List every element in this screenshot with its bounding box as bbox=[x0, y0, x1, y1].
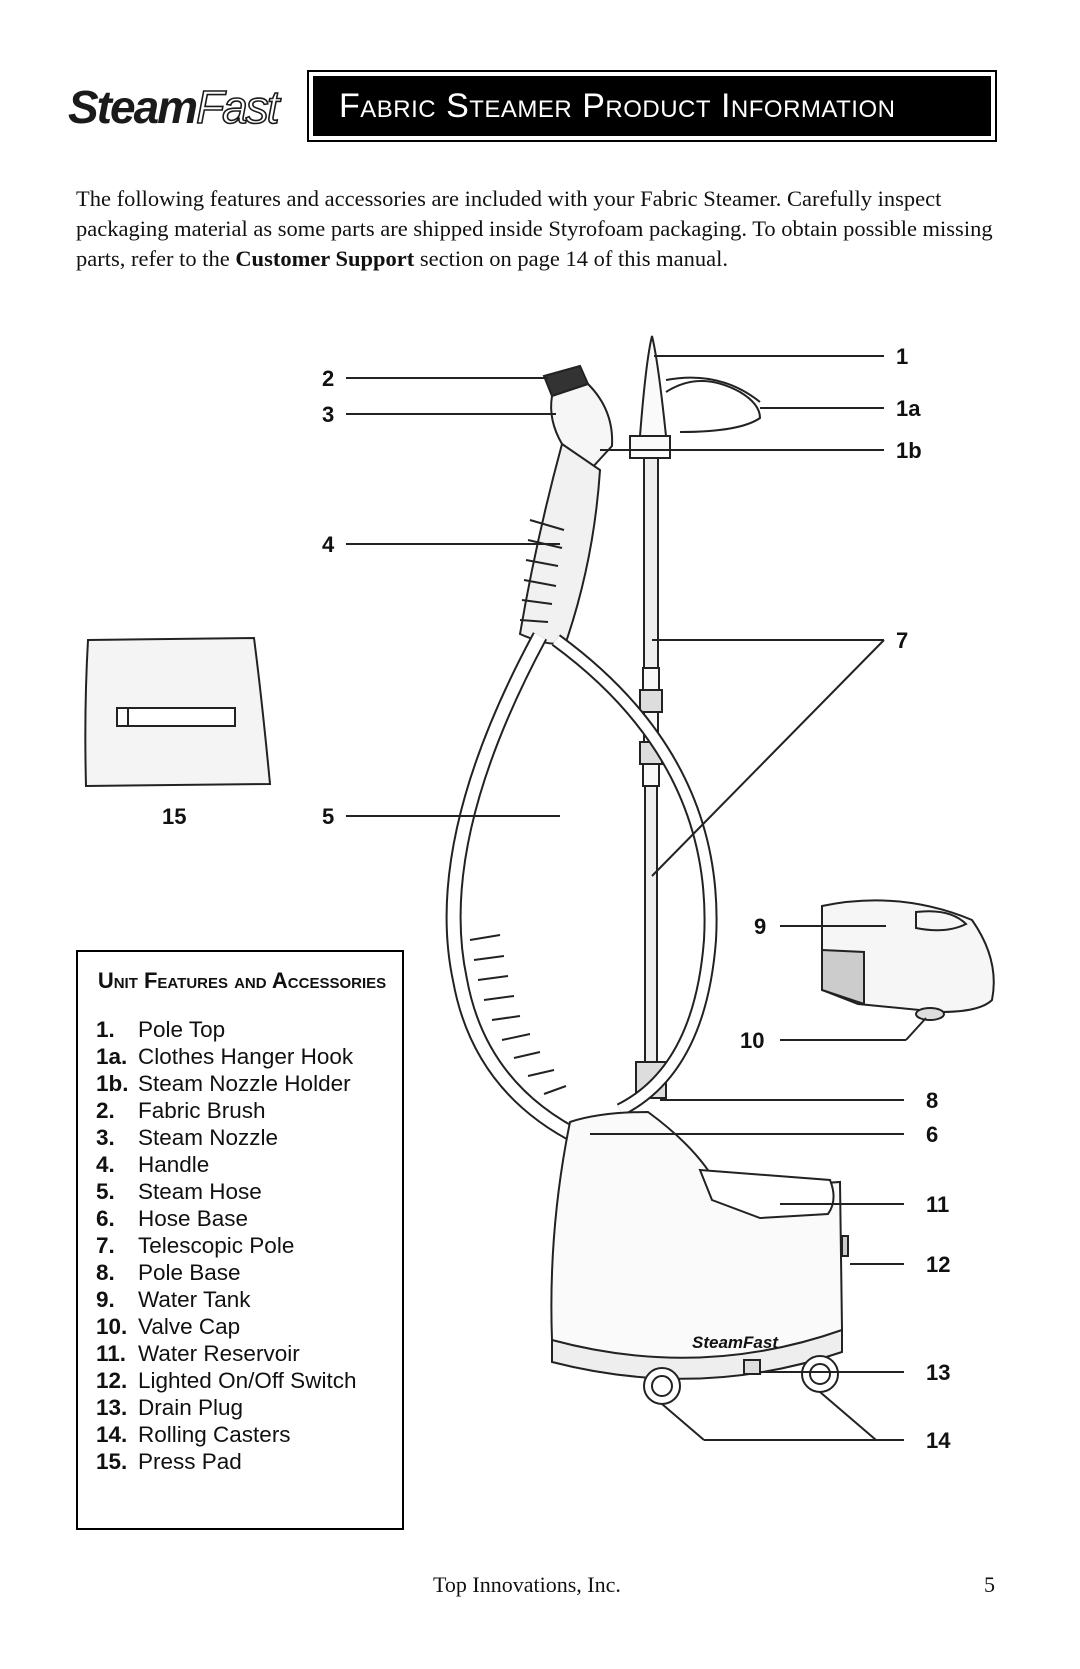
callout-14: 14 bbox=[926, 1428, 951, 1453]
on-off-switch-drawing bbox=[841, 1235, 849, 1257]
feature-item: 9. Water Tank bbox=[96, 1286, 388, 1313]
feature-number: 4. bbox=[96, 1152, 115, 1177]
feature-number: 10. bbox=[96, 1314, 128, 1339]
callout-12: 12 bbox=[926, 1252, 950, 1277]
feature-item: 6. Hose Base bbox=[96, 1205, 388, 1232]
feature-number: 8. bbox=[96, 1260, 115, 1285]
callout-8: 8 bbox=[926, 1088, 938, 1113]
steamfast-logo: SteamFast bbox=[68, 80, 280, 134]
intro-text-start: The following features and accessories a… bbox=[76, 186, 993, 271]
feature-number: 14. bbox=[96, 1422, 128, 1447]
footer-company: Top Innovations, Inc. bbox=[433, 1572, 621, 1597]
feature-label: Steam Hose bbox=[138, 1179, 262, 1204]
feature-item: 1. Pole Top bbox=[96, 1016, 388, 1043]
feature-number: 1a. bbox=[96, 1044, 128, 1069]
feature-label: Water Tank bbox=[138, 1287, 251, 1312]
intro-paragraph: The following features and accessories a… bbox=[76, 184, 1016, 274]
callout-4: 4 bbox=[322, 532, 335, 557]
callout-6: 6 bbox=[926, 1122, 938, 1147]
intro-bold-link: Customer Support bbox=[235, 246, 415, 271]
feature-number: 13. bbox=[96, 1395, 128, 1420]
feature-label: Drain Plug bbox=[138, 1395, 244, 1420]
feature-number: 2. bbox=[96, 1098, 115, 1123]
press-pad-strap bbox=[116, 707, 236, 727]
feature-item: 8. Pole Base bbox=[96, 1259, 388, 1286]
feature-label: Rolling Casters bbox=[138, 1422, 291, 1447]
callout-15: 15 bbox=[162, 804, 186, 829]
feature-number: 11. bbox=[96, 1341, 127, 1366]
intro-text-end: section on page 14 of this manual. bbox=[414, 246, 728, 271]
callout-13: 13 bbox=[926, 1360, 950, 1385]
feature-number: 1b. bbox=[96, 1071, 129, 1096]
features-title: Unit Features and Accessories bbox=[97, 968, 387, 993]
feature-label: Clothes Hanger Hook bbox=[138, 1044, 354, 1069]
feature-item: 2. Fabric Brush bbox=[96, 1097, 388, 1124]
feature-item: 12. Lighted On/Off Switch bbox=[96, 1367, 388, 1394]
callout-5: 5 bbox=[322, 804, 334, 829]
feature-number: 1. bbox=[96, 1017, 115, 1042]
drain-plug-drawing bbox=[743, 1359, 761, 1375]
feature-label: Steam Nozzle Holder bbox=[138, 1071, 351, 1096]
steamer-diagram: 1 1a 1b 2 3 4 5 6 7 8 9 10 11 12 13 14 1… bbox=[84, 335, 995, 1453]
logo-part-fast: Fast bbox=[195, 80, 280, 134]
page-title: Fabric Steamer Product Information bbox=[313, 76, 991, 136]
feature-label: Fabric Brush bbox=[138, 1098, 266, 1123]
feature-label: Telescopic Pole bbox=[138, 1233, 295, 1258]
callout-1b: 1b bbox=[896, 438, 922, 463]
feature-label: Pole Top bbox=[138, 1017, 226, 1042]
feature-item: 3. Steam Nozzle bbox=[96, 1124, 388, 1151]
callout-11: 11 bbox=[926, 1192, 949, 1217]
feature-item: 11. Water Reservoir bbox=[96, 1340, 388, 1367]
page-title-box: Fabric Steamer Product Information bbox=[307, 70, 997, 142]
features-box: Unit Features and Accessories 1. Pole Top… bbox=[76, 950, 404, 1530]
feature-label: Press Pad bbox=[138, 1449, 242, 1474]
feature-number: 9. bbox=[96, 1287, 115, 1312]
feature-item: 4. Handle bbox=[96, 1151, 388, 1178]
feature-label: Steam Nozzle bbox=[138, 1125, 279, 1150]
caster-right-drawing bbox=[801, 1355, 839, 1393]
feature-item: 13. Drain Plug bbox=[96, 1394, 388, 1421]
feature-number: 5. bbox=[96, 1179, 115, 1204]
callout-2: 2 bbox=[322, 366, 334, 391]
steam-hose-drawing bbox=[445, 632, 588, 1148]
valve-cap-drawing bbox=[915, 1007, 945, 1021]
water-reservoir-drawing bbox=[698, 1168, 835, 1220]
callout-1: 1 bbox=[896, 344, 908, 369]
feature-label: Water Reservoir bbox=[138, 1341, 300, 1366]
feature-label: Handle bbox=[138, 1152, 210, 1177]
callout-3: 3 bbox=[322, 402, 334, 427]
logo-part-steam: Steam bbox=[68, 81, 198, 133]
callout-9: 9 bbox=[754, 914, 766, 939]
feature-number: 6. bbox=[96, 1206, 115, 1231]
base-logo: SteamFast bbox=[692, 1333, 779, 1352]
feature-item: 1b. Steam Nozzle Holder bbox=[96, 1070, 388, 1097]
feature-label: Hose Base bbox=[138, 1206, 249, 1231]
pole-drawing bbox=[643, 457, 659, 669]
hanger-hook-drawing bbox=[665, 376, 762, 433]
feature-item: 14. Rolling Casters bbox=[96, 1421, 388, 1448]
feature-number: 15. bbox=[96, 1449, 128, 1474]
feature-item: 1a. Clothes Hanger Hook bbox=[96, 1043, 388, 1070]
feature-item: 10. Valve Cap bbox=[96, 1313, 388, 1340]
feature-number: 3. bbox=[96, 1125, 115, 1150]
feature-label: Valve Cap bbox=[138, 1314, 241, 1339]
callout-7: 7 bbox=[896, 628, 908, 653]
feature-item: 15. Press Pad bbox=[96, 1448, 388, 1475]
feature-number: 7. bbox=[96, 1233, 115, 1258]
features-list: 1. Pole Top 1a. Clothes Hanger Hook 1b. Ste… bbox=[96, 1016, 388, 1475]
feature-label: Pole Base bbox=[138, 1260, 241, 1285]
callout-1a: 1a bbox=[896, 396, 921, 421]
feature-label: Lighted On/Off Switch bbox=[138, 1368, 357, 1393]
page-number: 5 bbox=[984, 1572, 995, 1597]
pole-top-drawing bbox=[638, 335, 668, 437]
feature-item: 7. Telescopic Pole bbox=[96, 1232, 388, 1259]
caster-left-drawing bbox=[643, 1367, 681, 1405]
feature-item: 5. Steam Hose bbox=[96, 1178, 388, 1205]
feature-number: 12. bbox=[96, 1368, 128, 1393]
callout-10: 10 bbox=[740, 1028, 764, 1053]
